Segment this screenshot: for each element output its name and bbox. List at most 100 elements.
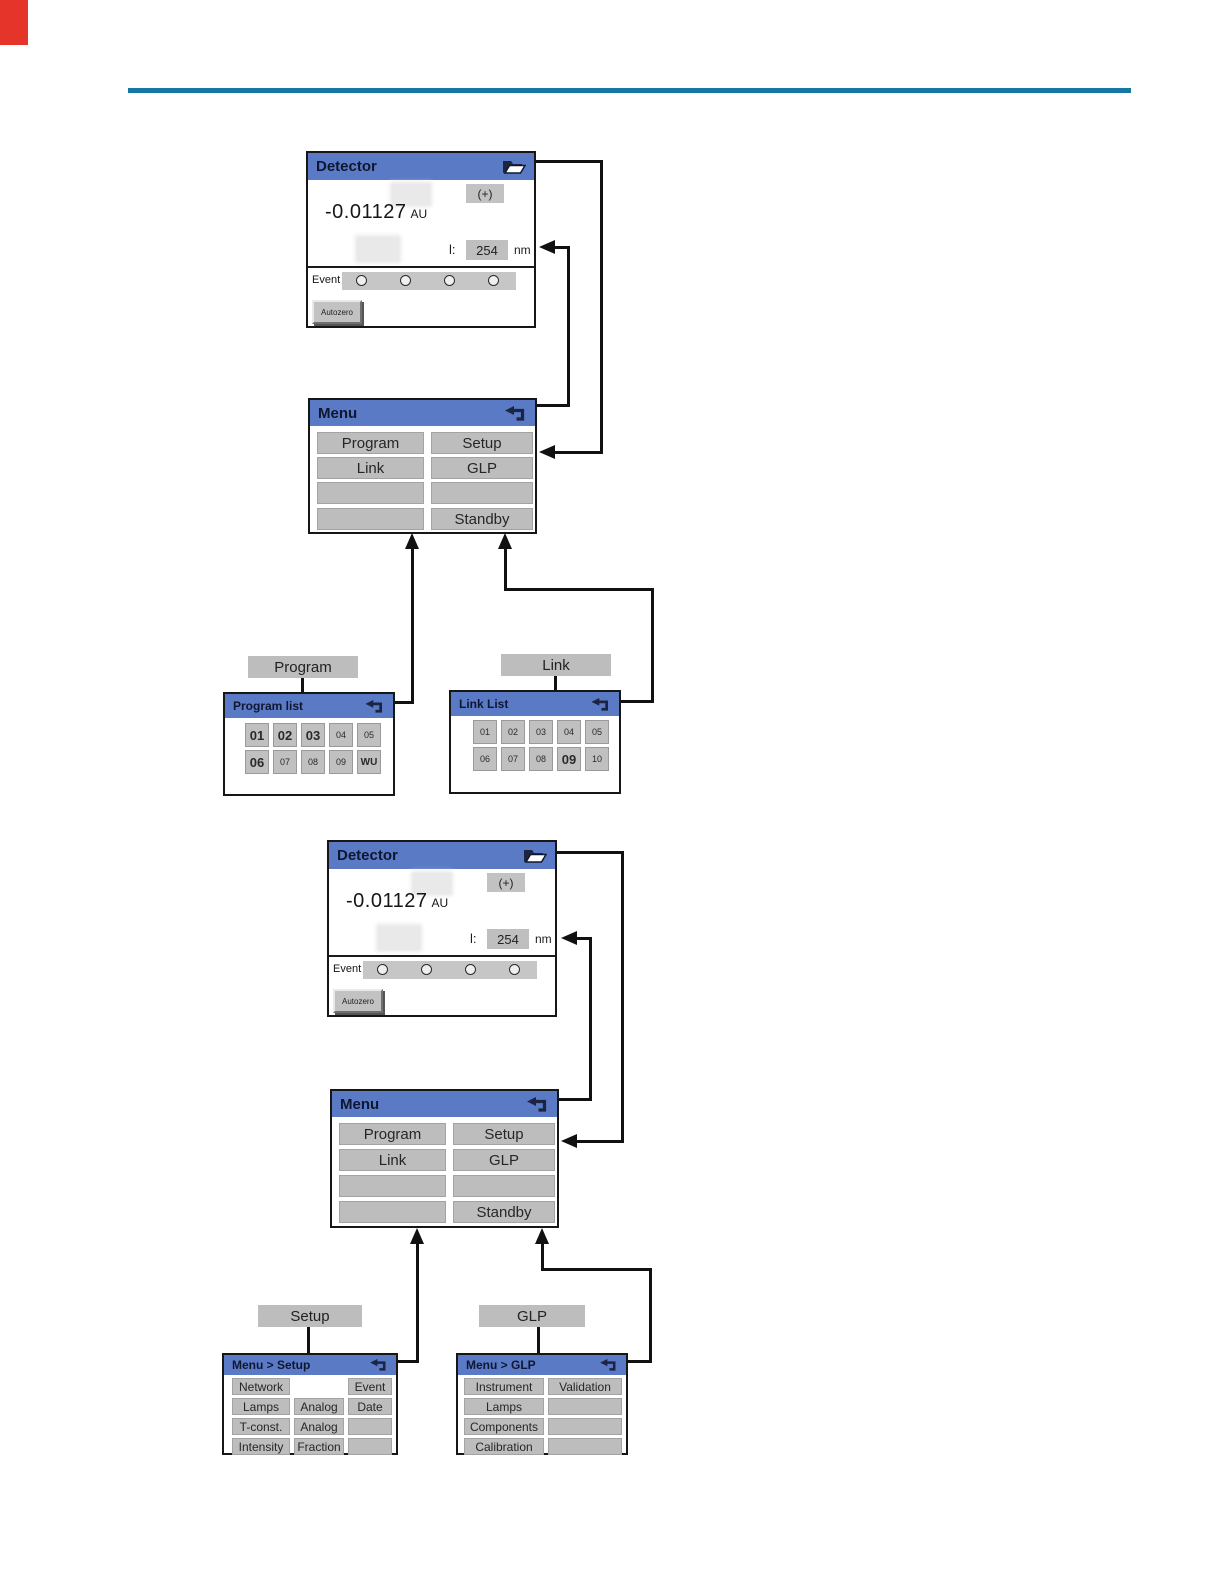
- menu-button-blank[interactable]: [339, 1201, 446, 1223]
- link-key[interactable]: 06: [473, 747, 497, 771]
- return-icon[interactable]: [591, 697, 611, 711]
- menu-screen: Menu Program Setup Link GLP Standby: [330, 1089, 559, 1228]
- menu-button-setup[interactable]: Setup: [431, 432, 533, 454]
- autozero-button[interactable]: Autozero: [333, 989, 383, 1013]
- program-label-button[interactable]: Program: [248, 656, 358, 678]
- menu-button-blank[interactable]: [317, 508, 424, 530]
- menu-button-program[interactable]: Program: [339, 1123, 446, 1145]
- faded-field: [378, 926, 420, 950]
- menu-title: Menu: [318, 404, 358, 422]
- link-key[interactable]: 02: [501, 720, 525, 744]
- setup-button-network[interactable]: Network: [232, 1378, 290, 1395]
- glp-label-button[interactable]: GLP: [479, 1305, 585, 1327]
- setup-button-blank[interactable]: [348, 1438, 392, 1455]
- page-corner-marker: [0, 0, 28, 45]
- program-key[interactable]: 09: [329, 750, 353, 774]
- link-key[interactable]: 03: [529, 720, 553, 744]
- setup-button-date[interactable]: Date: [348, 1398, 392, 1415]
- autozero-button[interactable]: Autozero: [312, 300, 362, 324]
- glp-button-instrument[interactable]: Instrument: [464, 1378, 544, 1395]
- wavelength-unit: nm: [514, 243, 531, 257]
- setup-button-blank[interactable]: [348, 1418, 392, 1435]
- setup-button-tconst[interactable]: T-const.: [232, 1418, 290, 1435]
- menu-button-setup[interactable]: Setup: [453, 1123, 555, 1145]
- arrow-line: [557, 851, 624, 854]
- detector-title: Detector: [316, 158, 377, 175]
- menu-button-standby[interactable]: Standby: [431, 508, 533, 530]
- menu-button-glp[interactable]: GLP: [453, 1149, 555, 1171]
- detector-titlebar: Detector: [329, 842, 555, 869]
- program-key[interactable]: 02: [273, 723, 297, 747]
- arrow-line: [559, 1098, 592, 1101]
- glp-button-calibration[interactable]: Calibration: [464, 1438, 544, 1455]
- link-key[interactable]: 07: [501, 747, 525, 771]
- link-key[interactable]: 10: [585, 747, 609, 771]
- menu-button-link[interactable]: Link: [339, 1149, 446, 1171]
- glp-button-lamps[interactable]: Lamps: [464, 1398, 544, 1415]
- setup-label-button[interactable]: Setup: [258, 1305, 362, 1327]
- link-key[interactable]: 05: [585, 720, 609, 744]
- link-key[interactable]: 08: [529, 747, 553, 771]
- glp-title: Menu > GLP: [466, 1358, 536, 1372]
- plus-button[interactable]: (+): [466, 184, 504, 203]
- glp-button-validation[interactable]: Validation: [548, 1378, 622, 1395]
- return-icon[interactable]: [365, 699, 385, 713]
- connector-line: [554, 676, 557, 692]
- setup-button-fraction[interactable]: Fraction: [294, 1438, 344, 1455]
- event-label: Event: [312, 274, 341, 286]
- menu-button-blank[interactable]: [339, 1175, 446, 1197]
- menu-button-glp[interactable]: GLP: [431, 457, 533, 479]
- menu-button-blank[interactable]: [431, 482, 533, 504]
- faded-field: [357, 237, 399, 261]
- program-key[interactable]: 07: [273, 750, 297, 774]
- menu-titlebar: Menu: [332, 1091, 557, 1117]
- glp-button-components[interactable]: Components: [464, 1418, 544, 1435]
- program-key[interactable]: 05: [357, 723, 381, 747]
- arrow-line: [536, 160, 603, 163]
- arrow-line: [541, 1243, 544, 1271]
- setup-button-event[interactable]: Event: [348, 1378, 392, 1395]
- return-icon[interactable]: [505, 405, 527, 421]
- menu-button-standby[interactable]: Standby: [453, 1201, 555, 1223]
- arrow-line: [398, 1360, 419, 1363]
- arrowhead-left-icon: [539, 240, 555, 254]
- program-key[interactable]: 06: [245, 750, 269, 774]
- menu-button-blank[interactable]: [453, 1175, 555, 1197]
- setup-button-lamps[interactable]: Lamps: [232, 1398, 290, 1415]
- link-key[interactable]: 04: [557, 720, 581, 744]
- program-key[interactable]: WU: [357, 750, 381, 774]
- arrow-line: [589, 937, 592, 1101]
- arrowhead-left-icon: [561, 931, 577, 945]
- arrowhead-up-icon: [410, 1228, 424, 1244]
- event-indicator: [400, 275, 411, 286]
- glp-button-blank[interactable]: [548, 1398, 622, 1415]
- program-key[interactable]: 03: [301, 723, 325, 747]
- absorbance-value: -0.01127: [325, 201, 407, 223]
- setup-button-intensity[interactable]: Intensity: [232, 1438, 290, 1455]
- program-key[interactable]: 01: [245, 723, 269, 747]
- wavelength-label: l:: [470, 931, 477, 946]
- link-label-button[interactable]: Link: [501, 654, 611, 676]
- menu-button-blank[interactable]: [317, 482, 424, 504]
- glp-button-blank[interactable]: [548, 1418, 622, 1435]
- plus-button[interactable]: (+): [487, 873, 525, 892]
- program-key[interactable]: 08: [301, 750, 325, 774]
- glp-button-blank[interactable]: [548, 1438, 622, 1455]
- link-key[interactable]: 01: [473, 720, 497, 744]
- event-bar: [342, 272, 516, 290]
- menu-button-program[interactable]: Program: [317, 432, 424, 454]
- arrow-line: [537, 404, 570, 407]
- return-icon[interactable]: [527, 1096, 549, 1112]
- setup-button-analog[interactable]: Analog: [294, 1398, 344, 1415]
- wavelength-field[interactable]: 254: [466, 240, 508, 260]
- faded-field: [392, 184, 430, 205]
- program-key[interactable]: 04: [329, 723, 353, 747]
- menu-button-link[interactable]: Link: [317, 457, 424, 479]
- setup-button-analog[interactable]: Analog: [294, 1418, 344, 1435]
- link-list-title: Link List: [459, 697, 509, 711]
- return-icon[interactable]: [600, 1359, 618, 1371]
- link-list-titlebar: Link List: [451, 692, 619, 716]
- wavelength-field[interactable]: 254: [487, 929, 529, 949]
- link-key[interactable]: 09: [557, 747, 581, 771]
- return-icon[interactable]: [370, 1359, 388, 1371]
